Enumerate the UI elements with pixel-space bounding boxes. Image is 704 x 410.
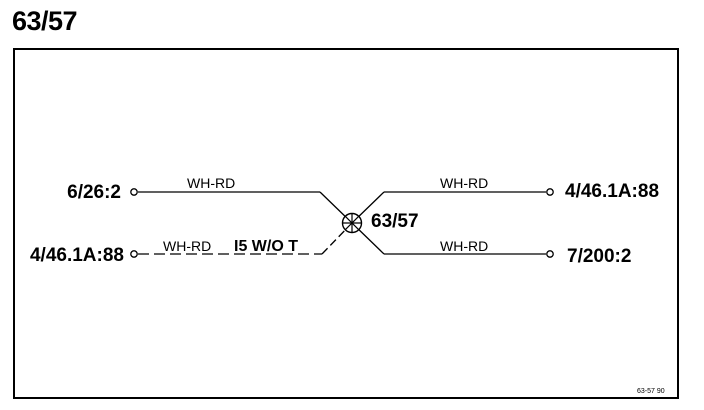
splice-icon xyxy=(341,212,363,234)
terminal-right-bottom xyxy=(546,250,554,258)
connector-right-top: 4/46.1A:88 xyxy=(565,181,659,202)
wire-label-left-top: WH-RD xyxy=(187,175,235,191)
wire-label-left-bottom: WH-RD xyxy=(163,238,211,254)
wire-label-right-bottom: WH-RD xyxy=(440,238,488,254)
reference-code: 63-57 90 xyxy=(637,388,665,395)
wire-condition-note: I5 W/O T xyxy=(234,238,298,255)
diagram-frame xyxy=(13,48,679,399)
connector-left-top: 6/26:2 xyxy=(67,182,121,203)
wire-left-bottom-diagonal xyxy=(321,222,353,255)
page-title: 63/57 xyxy=(12,6,78,36)
wire-label-right-top: WH-RD xyxy=(440,175,488,191)
terminal-left-top xyxy=(130,188,138,196)
connector-right-bottom: 7/200:2 xyxy=(567,246,631,267)
connector-left-bottom: 4/46.1A:88 xyxy=(30,245,124,266)
splice-label: 63/57 xyxy=(371,211,419,232)
terminal-right-top xyxy=(546,188,554,196)
terminal-left-bottom xyxy=(130,250,138,258)
